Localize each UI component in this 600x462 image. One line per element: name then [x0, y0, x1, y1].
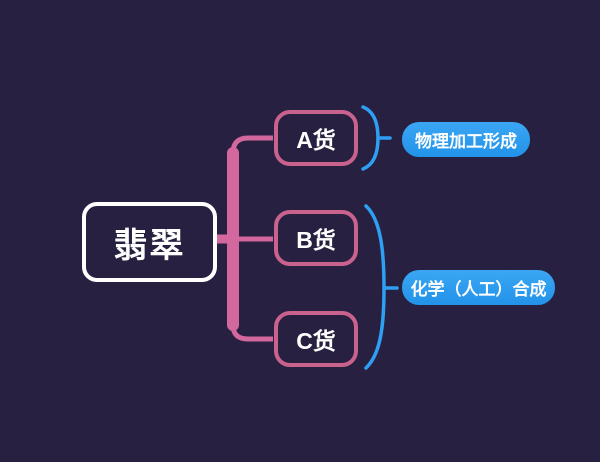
annotation-physical-processing[interactable]: 物理加工形成: [402, 122, 530, 157]
node-b-label: B货: [296, 227, 336, 253]
branch-bracket: [230, 135, 273, 342]
branch-lines: [212, 135, 273, 342]
annotation-chemical-label: 化学（人工）合成: [410, 280, 547, 299]
node-b-goods[interactable]: B货: [274, 210, 358, 266]
node-a-goods[interactable]: A货: [274, 110, 358, 166]
grouping-braces: [361, 105, 399, 370]
node-root-label: 翡翠: [113, 226, 186, 265]
brace-a-goods-icon: [361, 105, 380, 171]
node-root-jade[interactable]: 翡翠: [82, 202, 217, 282]
brace-bc-goods-icon: [364, 204, 386, 370]
node-c-goods[interactable]: C货: [274, 311, 358, 367]
annotation-physical-label: 物理加工形成: [415, 132, 517, 151]
node-a-label: A货: [296, 127, 336, 153]
node-c-label: C货: [296, 328, 336, 354]
annotation-chemical-synthesis[interactable]: 化学（人工）合成: [402, 270, 555, 305]
